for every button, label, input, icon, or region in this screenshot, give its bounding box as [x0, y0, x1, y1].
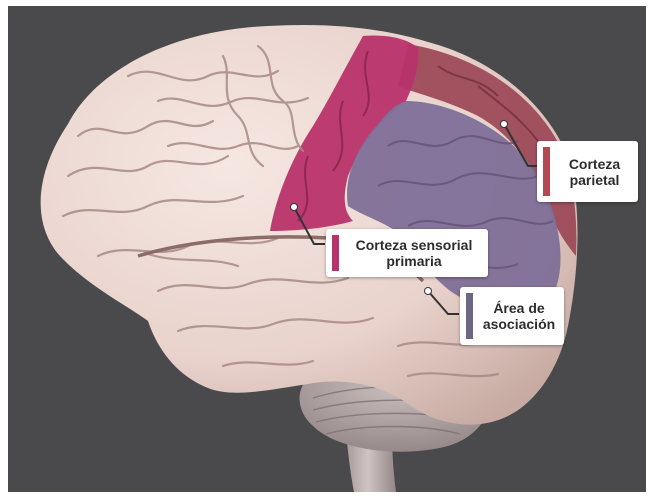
label-association-line1: Área de	[474, 300, 564, 316]
label-association-color-bar	[466, 293, 473, 339]
figure-frame: Corteza parietal Corteza sensorial prima…	[8, 6, 646, 492]
label-parietal-line2: parietal	[551, 172, 638, 188]
label-somatosensory-line1: Corteza sensorial	[340, 237, 488, 253]
label-parietal: Corteza parietal	[537, 141, 638, 202]
label-somatosensory-line2: primaria	[340, 253, 488, 269]
label-association: Área de asociación	[460, 287, 564, 345]
label-parietal-color-bar	[543, 147, 550, 196]
label-association-line2: asociación	[474, 316, 564, 332]
label-somatosensory-color-bar	[332, 235, 339, 271]
label-somatosensory: Corteza sensorial primaria	[326, 229, 488, 277]
label-parietal-line1: Corteza	[551, 156, 638, 172]
